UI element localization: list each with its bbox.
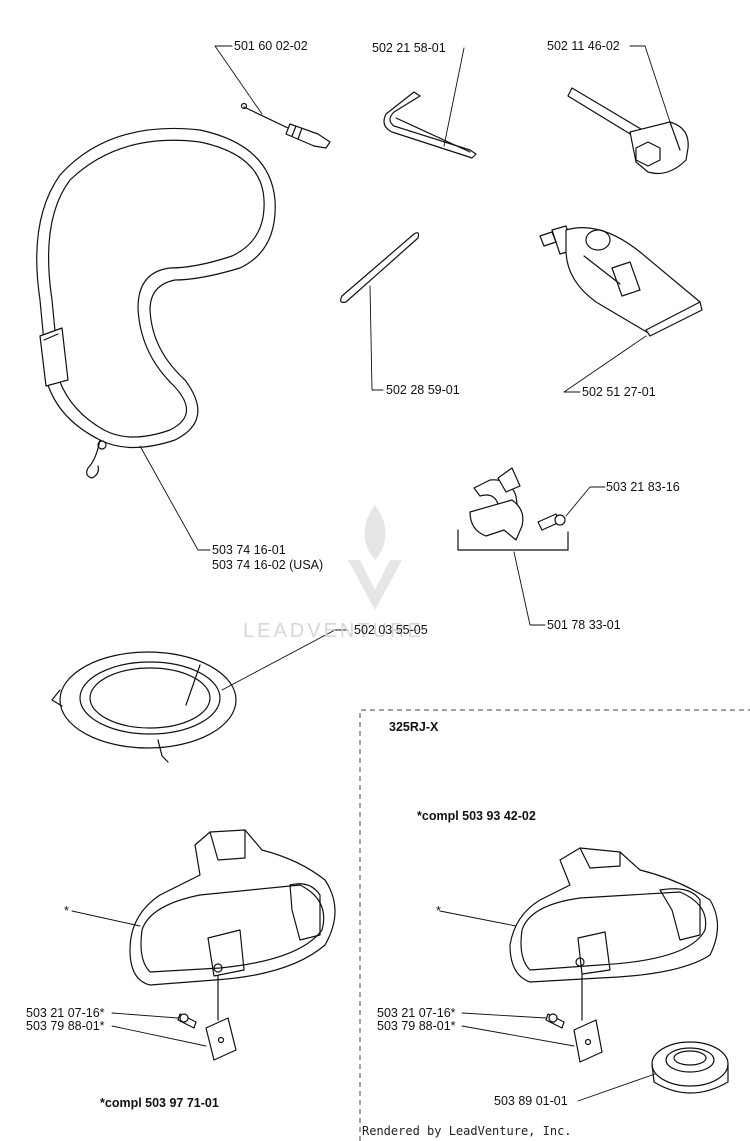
left-screw-plate-part bbox=[177, 1013, 237, 1061]
part-label-502035505: 502 03 55-05 bbox=[354, 623, 428, 637]
part-label-503741602: 503 74 16-02 (USA) bbox=[212, 558, 324, 572]
part-label-left-screw: 503 21 07-16* bbox=[26, 1006, 105, 1020]
harness-strap-part bbox=[36, 127, 276, 479]
cup-part bbox=[651, 1041, 729, 1094]
footer-credit: Rendered by LeadVenture, Inc. bbox=[362, 1124, 572, 1138]
part-label-503741601: 503 74 16-01 bbox=[212, 543, 286, 557]
pin-rod-part bbox=[340, 232, 420, 303]
screwdriver-part bbox=[240, 102, 331, 149]
compl-label-left: *compl 503 97 71-01 bbox=[100, 1096, 219, 1110]
part-label-501600202: 501 60 02-02 bbox=[234, 39, 308, 53]
part-label-502114602: 502 11 46-02 bbox=[547, 39, 620, 53]
leader-lines bbox=[71, 45, 673, 1102]
combination-spanner-part bbox=[567, 87, 689, 175]
trimmer-guard-left-part bbox=[129, 829, 336, 1021]
trimmer-guard-right-part bbox=[509, 847, 719, 1021]
part-label-502215801: 502 21 58-01 bbox=[372, 41, 446, 55]
watermark-logo-icon bbox=[348, 505, 402, 610]
part-label-left-star: * bbox=[64, 904, 69, 918]
part-label-502512701: 502 51 27-01 bbox=[582, 385, 656, 399]
watermark-text: LEADVENTURE bbox=[243, 620, 424, 642]
right-screw-plate-part bbox=[545, 1013, 603, 1063]
grease-tube-part bbox=[539, 225, 703, 337]
model-label: 325RJ-X bbox=[389, 720, 439, 734]
part-label-right-cup: 503 89 01-01 bbox=[494, 1094, 568, 1108]
compl-label-right: *compl 503 93 42-02 bbox=[417, 809, 536, 823]
part-label-503218316: 503 21 83-16 bbox=[606, 480, 680, 494]
part-label-left-plate: 503 79 88-01* bbox=[26, 1019, 105, 1033]
guard-ring-part bbox=[51, 651, 237, 763]
allen-key-part bbox=[383, 91, 477, 159]
part-label-right-plate: 503 79 88-01* bbox=[377, 1019, 456, 1033]
part-label-502285901: 502 28 59-01 bbox=[386, 383, 460, 397]
part-label-right-screw: 503 21 07-16* bbox=[377, 1006, 456, 1020]
part-label-right-star: * bbox=[436, 904, 441, 918]
part-label-501783301: 501 78 33-01 bbox=[547, 618, 621, 632]
clamp-assembly-part bbox=[457, 467, 569, 551]
